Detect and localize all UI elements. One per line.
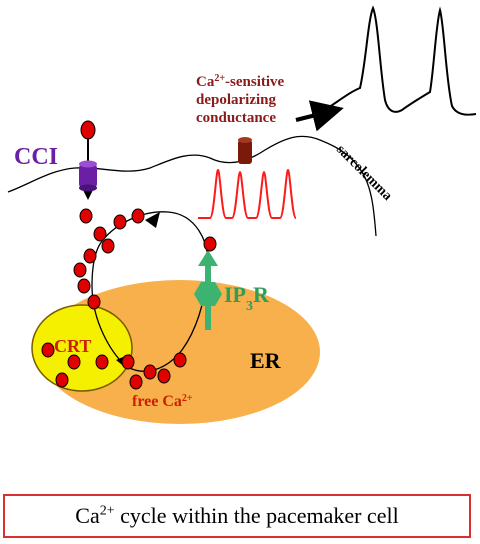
sarcolemma-label: sarcolemma — [333, 142, 395, 204]
ip3r-hexagon — [194, 282, 222, 306]
er-label: ER — [250, 348, 282, 373]
loop-arrowhead-top — [145, 212, 160, 228]
ip3r-label: IP3R — [224, 282, 270, 314]
calcium-ion — [87, 294, 101, 310]
calcium-ion — [143, 364, 157, 380]
free-ca-base: free Ca — [132, 393, 182, 410]
conductance-label-line3: conductance — [196, 110, 276, 126]
conductance-arrow — [295, 100, 344, 132]
conductance-ca-base: Ca — [196, 74, 215, 90]
sarcolemma-membrane — [7, 135, 377, 237]
crt-label: CRT — [54, 336, 91, 356]
crt-ellipse — [31, 304, 133, 392]
cci-label: CCI — [14, 144, 58, 170]
caption-sup: 2+ — [99, 503, 115, 519]
free-ca-sup: 2+ — [182, 393, 193, 404]
calcium-ion — [101, 238, 115, 254]
calcium-ion — [203, 236, 217, 252]
action-potential-trace — [321, 5, 477, 116]
calcium-ion — [41, 342, 55, 358]
conductance-ca-sup: 2+ — [214, 73, 225, 84]
calcium-ion — [157, 368, 171, 384]
conductance-channel — [238, 140, 252, 164]
calcium-ion — [73, 262, 87, 278]
conductance-label-line1: Ca2+-sensitive — [196, 73, 285, 91]
calcium-ion — [113, 214, 127, 230]
cci-channel-top — [79, 160, 97, 168]
calcium-ion — [173, 352, 187, 368]
calcium-ion — [95, 354, 109, 370]
conductance-label-line2: depolarizing — [196, 92, 277, 108]
ip3r-base: IP — [224, 282, 246, 307]
current-spike-trace — [198, 168, 297, 219]
calcium-ions — [41, 208, 217, 390]
cci-channel-bottom — [79, 184, 97, 192]
ip3r-rest: R — [253, 282, 270, 307]
calcium-ion — [67, 354, 81, 370]
caption-text: Ca2+ cycle within the pacemaker cell — [75, 503, 398, 529]
calcium-ion — [79, 208, 93, 224]
conductance-ca-rest: -sensitive — [225, 74, 285, 90]
calcium-ion — [121, 354, 135, 370]
free-ca-label: free Ca2+ — [132, 393, 193, 411]
ip3r-sub: 3 — [246, 299, 253, 314]
calcium-ion — [129, 374, 143, 390]
ip3r-arrowhead — [198, 250, 218, 266]
calcium-ion — [55, 372, 69, 388]
caption-rest: cycle within the pacemaker cell — [114, 503, 399, 528]
caption-ca: Ca — [75, 503, 100, 528]
calcium-ion — [93, 226, 107, 242]
calcium-ion — [131, 208, 145, 224]
conductance-channel-top — [238, 137, 252, 143]
caption-box: Ca2+ cycle within the pacemaker cell — [3, 494, 471, 538]
calcium-ion — [80, 120, 96, 140]
calcium-ion — [77, 278, 91, 294]
calcium-ion — [83, 248, 97, 264]
cci-channel — [79, 164, 97, 188]
